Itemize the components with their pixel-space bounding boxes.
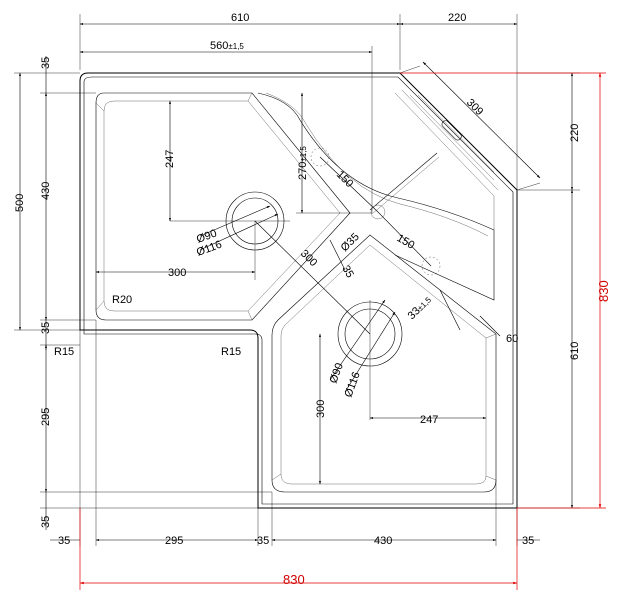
dim-right-220: 220 — [569, 124, 581, 142]
dim-v300-right: 300 — [315, 400, 327, 418]
dim-33: 33±1,5 — [406, 294, 435, 323]
left-drain — [170, 191, 290, 251]
dimension-lines — [14, 14, 580, 546]
dim-right-610: 610 — [569, 342, 581, 360]
dim-dia116-right: Ø116 — [343, 370, 363, 399]
dim-left-500: 500 — [14, 194, 26, 212]
dim-35-slant: 35 — [339, 264, 356, 281]
dim-top-610: 610 — [231, 12, 249, 24]
dim-v-247: 247 — [164, 150, 176, 168]
dim-right-830: 830 — [596, 280, 611, 302]
dim-dia35: Ø35 — [339, 231, 362, 254]
dim-bot-35-c: 35 — [522, 535, 534, 547]
dim-60: 60 — [506, 333, 518, 345]
dim-bot-35-a: 35 — [58, 535, 70, 547]
dim-v-270: 270±1,5 — [297, 146, 309, 180]
dim-left-295: 295 — [40, 408, 52, 426]
dim-150-b: 150 — [395, 232, 417, 252]
dim-h247-right: 247 — [420, 414, 438, 426]
dimension-labels: 610 220 560±1,5 309 35 430 500 35 295 35… — [14, 12, 611, 587]
dim-bot-35-b: 35 — [257, 535, 269, 547]
dim-left-35-mid: 35 — [40, 322, 52, 334]
dim-left-430: 430 — [40, 182, 52, 200]
dim-r15-left: R15 — [54, 346, 74, 358]
dim-r20: R20 — [112, 294, 132, 306]
dim-bot-295: 295 — [165, 535, 183, 547]
dim-150-a: 150 — [334, 169, 355, 190]
dim-left-35-top: 35 — [40, 57, 52, 69]
tap-hole-small — [310, 147, 441, 276]
sink-outline — [79, 72, 518, 509]
dim-dia90-right: Ø90 — [328, 361, 346, 385]
dim-bot-830: 830 — [283, 572, 305, 587]
dim-bot-430: 430 — [374, 535, 392, 547]
dim-r15-inner: R15 — [221, 346, 241, 358]
overall-dimensions — [79, 72, 606, 590]
dim-left-35-bot: 35 — [40, 516, 52, 528]
dim-h300-left: 300 — [168, 267, 186, 279]
dim-top-220: 220 — [448, 12, 466, 24]
dim-inner-560: 560±1,5 — [210, 40, 244, 52]
right-drain — [337, 300, 403, 420]
dim-diag-309: 309 — [464, 97, 485, 118]
